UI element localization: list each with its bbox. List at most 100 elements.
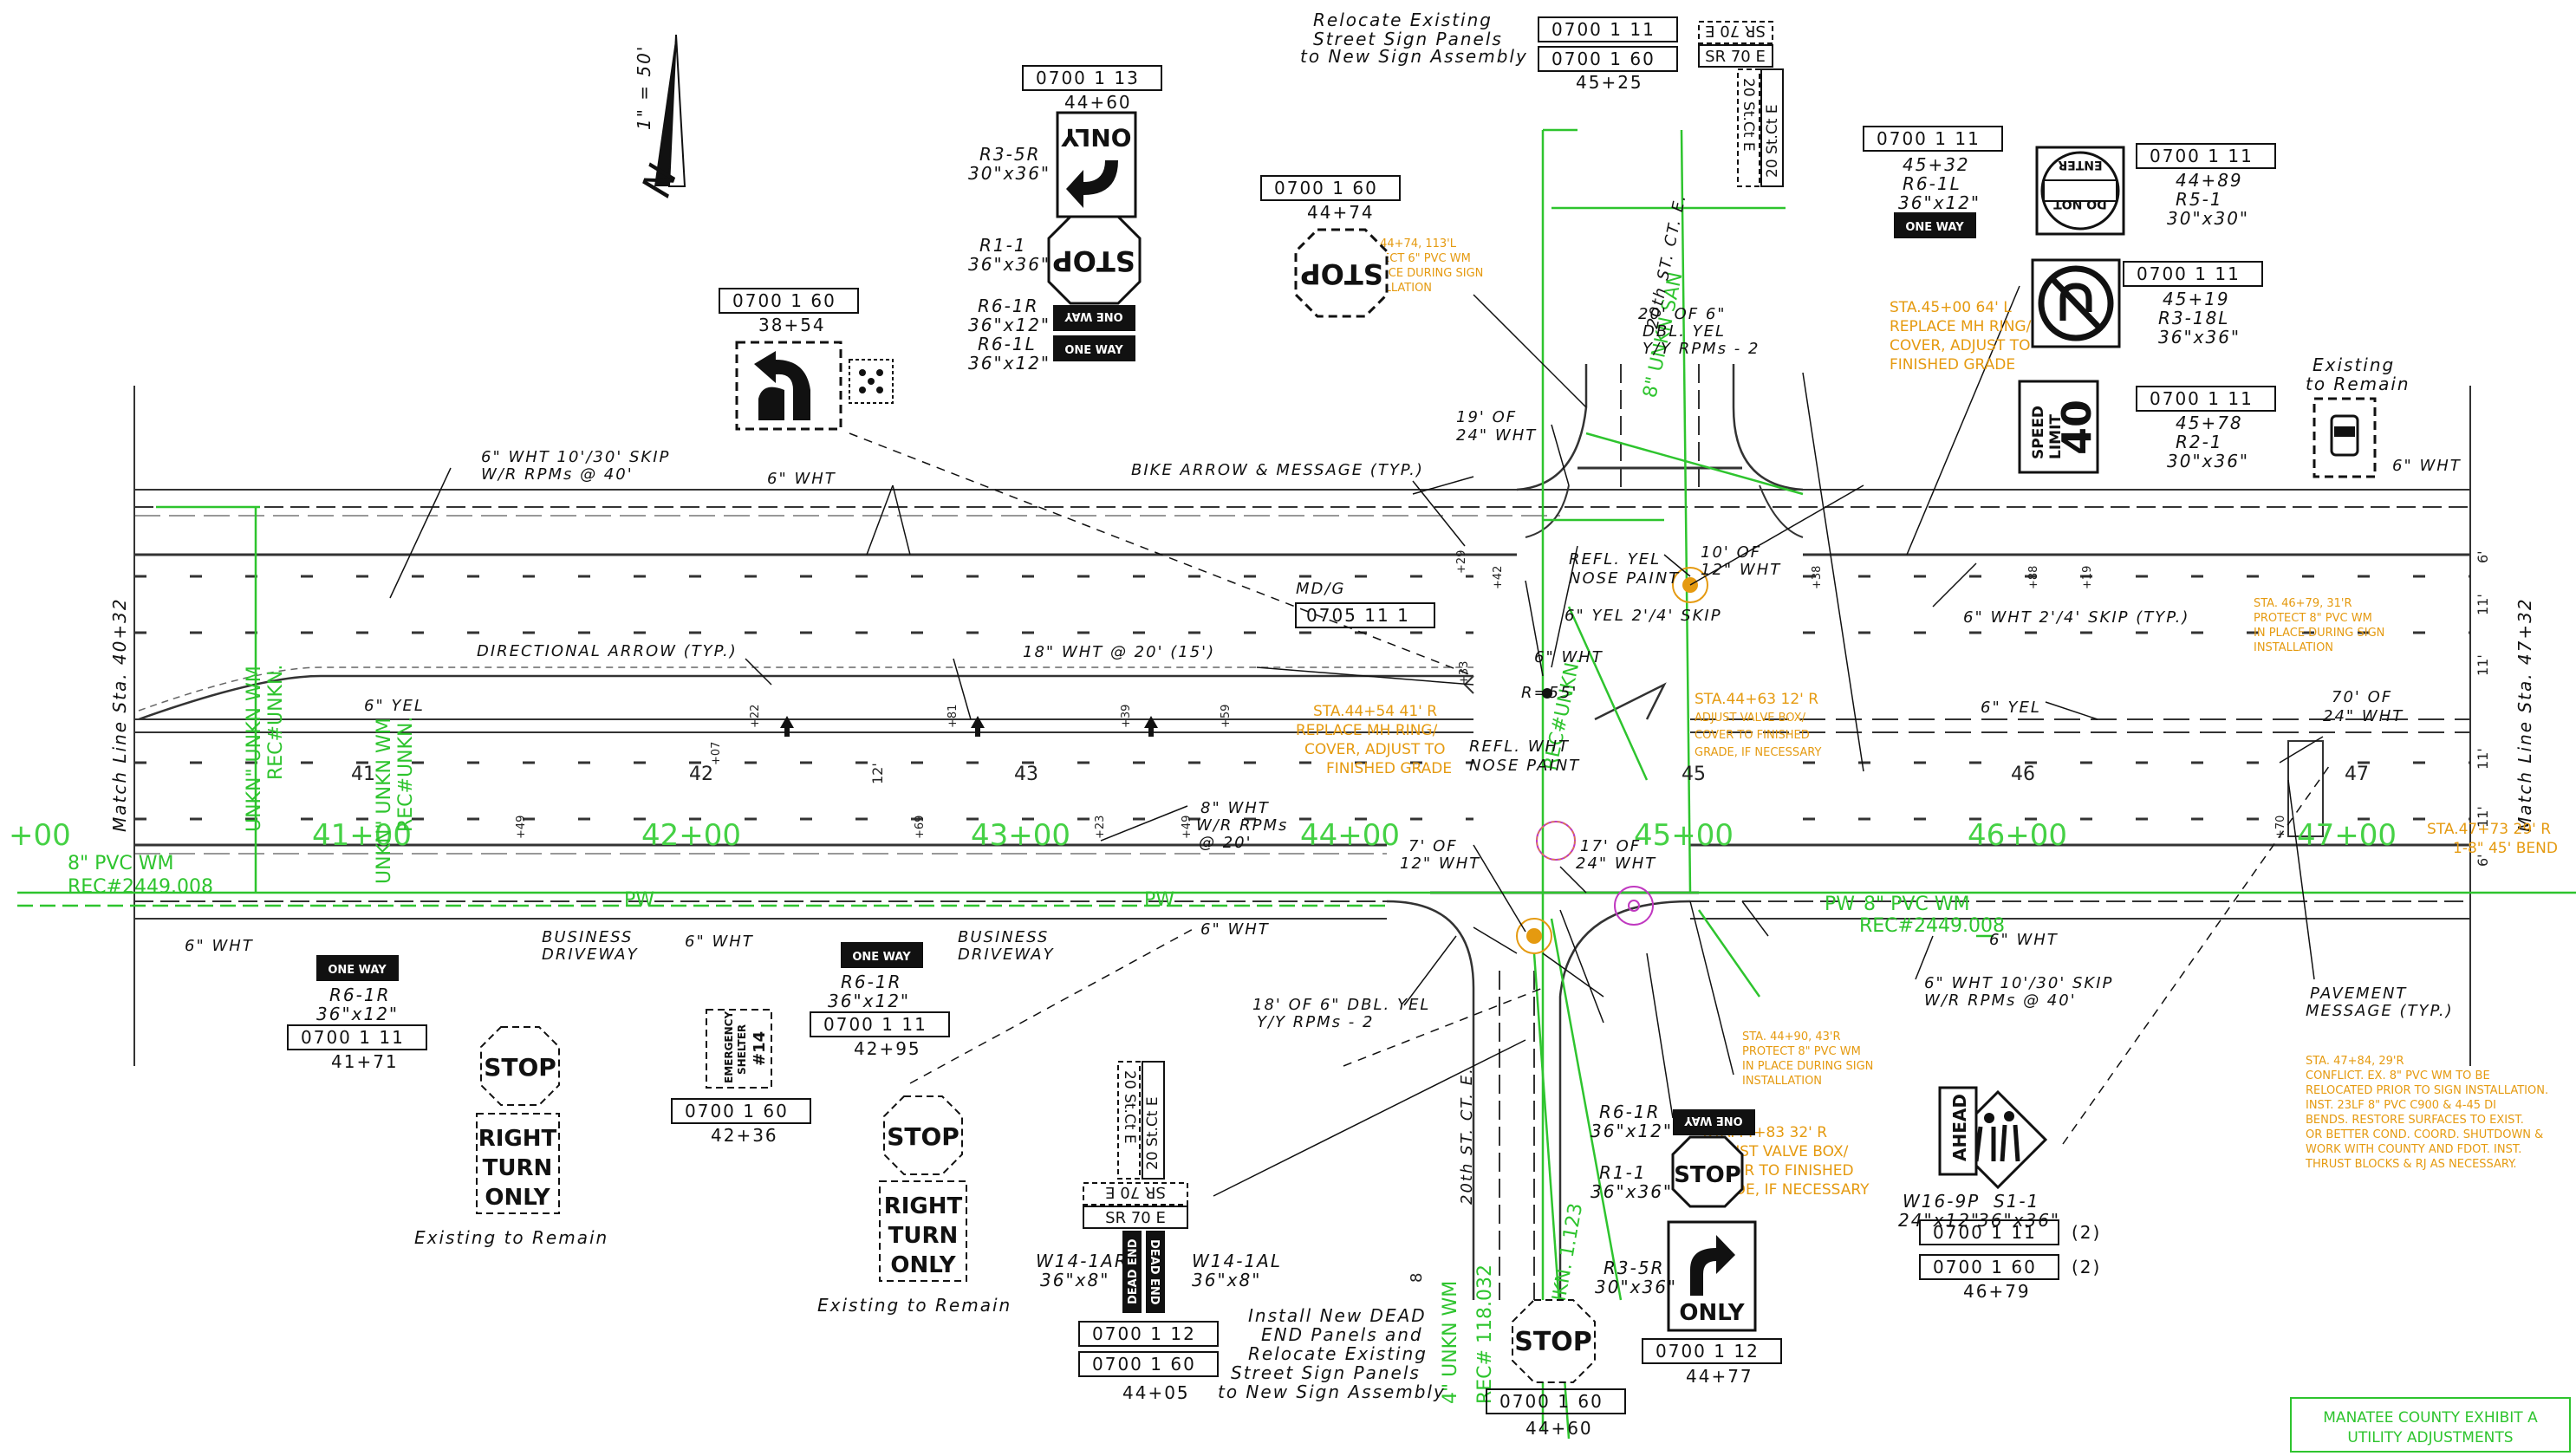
svg-text:STOP: STOP <box>1674 1162 1741 1188</box>
svg-text:TURN: TURN <box>483 1155 553 1181</box>
svg-text:Y/Y RPMs - 2: Y/Y RPMs - 2 <box>1257 1013 1374 1031</box>
stop-sign-44-74: STOP <box>1294 228 1389 318</box>
svg-text:R3-18L: R3-18L <box>2158 308 2229 328</box>
svg-text:W/R RPMs: W/R RPMs <box>1196 816 1288 835</box>
orange-note-3: STA.44+54 41' R REPLACE MH RING/ COVER, … <box>1296 703 1452 777</box>
svg-text:OR BETTER COND. COORD. SHUTDOW: OR BETTER COND. COORD. SHUTDOWN & <box>2306 1128 2543 1141</box>
pvc-wm-left: 8" PVC WM <box>68 853 174 874</box>
svg-text:R=55': R=55' <box>1521 684 1577 702</box>
svg-text:MESSAGE (TYP.): MESSAGE (TYP.) <box>2306 1002 2454 1020</box>
svg-text:0700 1 60: 0700 1 60 <box>685 1101 789 1121</box>
svg-text:45+32: 45+32 <box>1903 154 1970 175</box>
svg-text:COVER, ADJUST TO: COVER, ADJUST TO <box>1304 741 1445 758</box>
svg-text:6" YEL 2'/4' SKIP: 6" YEL 2'/4' SKIP <box>1564 607 1722 625</box>
svg-text:REPLACE MH RING/: REPLACE MH RING/ <box>1296 722 1438 739</box>
svg-text:SR 70 E: SR 70 E <box>1105 1183 1166 1201</box>
svg-text:(2): (2) <box>2072 1257 2101 1277</box>
svg-text:R6-1L: R6-1L <box>1903 173 1961 194</box>
svg-text:36"x36": 36"x36" <box>2158 327 2241 348</box>
svg-text:45+78: 45+78 <box>2176 413 2243 433</box>
svg-text:0700 1 60: 0700 1 60 <box>1092 1354 1196 1375</box>
svg-text:STOP: STOP <box>1052 244 1135 277</box>
svg-text:36"x12": 36"x12" <box>1898 192 1981 213</box>
svg-text:+88: +88 <box>2027 566 2040 589</box>
svg-text:6" WHT: 6" WHT <box>1989 931 2059 949</box>
svg-text:ONLY: ONLY <box>1679 1300 1745 1326</box>
pw-label-2: PW <box>1144 889 1174 911</box>
svg-text:(2): (2) <box>2072 1222 2101 1243</box>
svg-text:0700 1 11: 0700 1 11 <box>1551 19 1656 40</box>
svg-text:W16-9P: W16-9P <box>1903 1191 1980 1212</box>
svg-text:+38: +38 <box>1811 566 1824 589</box>
roadway <box>133 364 2471 1300</box>
svg-text:44+89: 44+89 <box>2176 170 2243 191</box>
rec-left: REC#2449.008 <box>68 876 213 898</box>
svg-text:ONE WAY: ONE WAY <box>852 951 911 964</box>
svg-text:20th ST. CT. E.: 20th ST. CT. E. <box>1458 1067 1476 1205</box>
exhibit-title-block: MANATEE COUNTY EXHIBIT A UTILITY ADJUSTM… <box>2290 1397 2571 1453</box>
svg-text:+70: +70 <box>2274 816 2287 839</box>
svg-text:24" WHT: 24" WHT <box>1456 426 1537 445</box>
svg-text:36"x36": 36"x36" <box>1978 1210 2060 1231</box>
svg-text:REFL. YEL: REFL. YEL <box>1569 550 1661 569</box>
svg-text:PROTECT 8" PVC WM: PROTECT 8" PVC WM <box>2254 612 2372 625</box>
unkn-wm-a1: UNKN" UNKN WM <box>244 666 265 832</box>
svg-text:STOP: STOP <box>1300 257 1383 290</box>
svg-text:42+95: 42+95 <box>854 1038 921 1059</box>
svg-text:#14: #14 <box>751 1031 769 1066</box>
svg-text:BUSINESS: BUSINESS <box>958 928 1049 946</box>
svg-text:WORK WITH COUNTY AND FDOT. INS: WORK WITH COUNTY AND FDOT. INST. <box>2306 1143 2521 1156</box>
svg-text:RELOCATED PRIOR TO SIGN INSTAL: RELOCATED PRIOR TO SIGN INSTALLATION. <box>2306 1084 2548 1097</box>
svg-text:R5-1: R5-1 <box>2176 189 2223 210</box>
svg-text:45+25: 45+25 <box>1576 72 1643 93</box>
svg-text:R6-1R: R6-1R <box>978 296 1038 316</box>
directional-arrows <box>780 716 1158 737</box>
svg-text:MD/G: MD/G <box>1296 580 1345 598</box>
svg-text:0700 1 11: 0700 1 11 <box>301 1027 405 1048</box>
svg-text:6" WHT: 6" WHT <box>1200 920 1270 939</box>
svg-text:DRIVEWAY: DRIVEWAY <box>958 946 1055 964</box>
svg-text:AHEAD: AHEAD <box>1949 1094 1970 1161</box>
svg-text:0705 11 1: 0705 11 1 <box>1306 605 1410 626</box>
svg-text:40: 40 <box>2053 400 2100 455</box>
green-station-0: +00 <box>9 818 71 853</box>
svg-text:STA.44+54 41' R: STA.44+54 41' R <box>1313 703 1437 720</box>
svg-text:EMERGENCY: EMERGENCY <box>723 1011 735 1083</box>
svg-text:6" WHT 2'/4' SKIP (TYP.): 6" WHT 2'/4' SKIP (TYP.) <box>1963 608 2189 627</box>
station-43: 43 <box>1014 764 1038 785</box>
svg-text:R6-1R: R6-1R <box>841 972 901 992</box>
svg-text:R6-1R: R6-1R <box>1599 1102 1660 1122</box>
svg-text:44+60: 44+60 <box>1525 1418 1593 1439</box>
orange-note-6: STA.47+73 29' R 1-8" 45' BEND <box>2427 821 2558 857</box>
orange-note-5: STA. 46+79, 31'R PROTECT 8" PVC WM IN PL… <box>2254 597 2384 654</box>
utility-markers <box>1516 567 1708 954</box>
svg-text:0700 1 60: 0700 1 60 <box>732 290 836 311</box>
svg-text:6': 6' <box>2475 550 2491 563</box>
svg-text:GRADE, IF NECESSARY: GRADE, IF NECESSARY <box>1703 1181 1870 1199</box>
green-station-41: 41+00 <box>312 818 412 853</box>
svg-text:36"x36": 36"x36" <box>968 254 1051 275</box>
svg-text:44+77: 44+77 <box>1686 1366 1753 1387</box>
svg-text:6" YEL: 6" YEL <box>1981 699 2041 717</box>
svg-text:36"x36": 36"x36" <box>1590 1181 1673 1202</box>
exhibit-line-1: MANATEE COUNTY EXHIBIT A <box>2323 1409 2538 1427</box>
svg-text:0700 1 60: 0700 1 60 <box>1933 1257 2037 1277</box>
svg-text:+39: +39 <box>1120 705 1133 728</box>
svg-text:36"x12": 36"x12" <box>828 991 910 1011</box>
svg-text:W/R RPMs @ 40': W/R RPMs @ 40' <box>1924 991 2077 1010</box>
svg-text:FINISHED GRADE: FINISHED GRADE <box>1890 356 2015 374</box>
svg-text:ONLY: ONLY <box>890 1252 956 1278</box>
stop-sign-r1-1: STOP <box>1047 215 1142 305</box>
svg-text:FINISHED GRADE: FINISHED GRADE <box>1326 760 1452 777</box>
svg-text:ONLY: ONLY <box>1061 123 1132 152</box>
svg-text:8: 8 <box>1408 1273 1426 1283</box>
one-way-sign-42-95: ONE WAY <box>841 942 923 968</box>
svg-text:24" WHT: 24" WHT <box>1576 855 1656 873</box>
svg-text:COVER TO FINISHED: COVER TO FINISHED <box>1695 729 1810 742</box>
svg-text:SPEED: SPEED <box>2030 406 2047 459</box>
green-station-45: 45+00 <box>1634 818 1734 853</box>
svg-text:STA. 47+84, 29'R: STA. 47+84, 29'R <box>2306 1055 2404 1068</box>
svg-text:18' OF 6" DBL. YEL: 18' OF 6" DBL. YEL <box>1252 996 1430 1014</box>
svg-text:R6-1R: R6-1R <box>329 985 390 1005</box>
